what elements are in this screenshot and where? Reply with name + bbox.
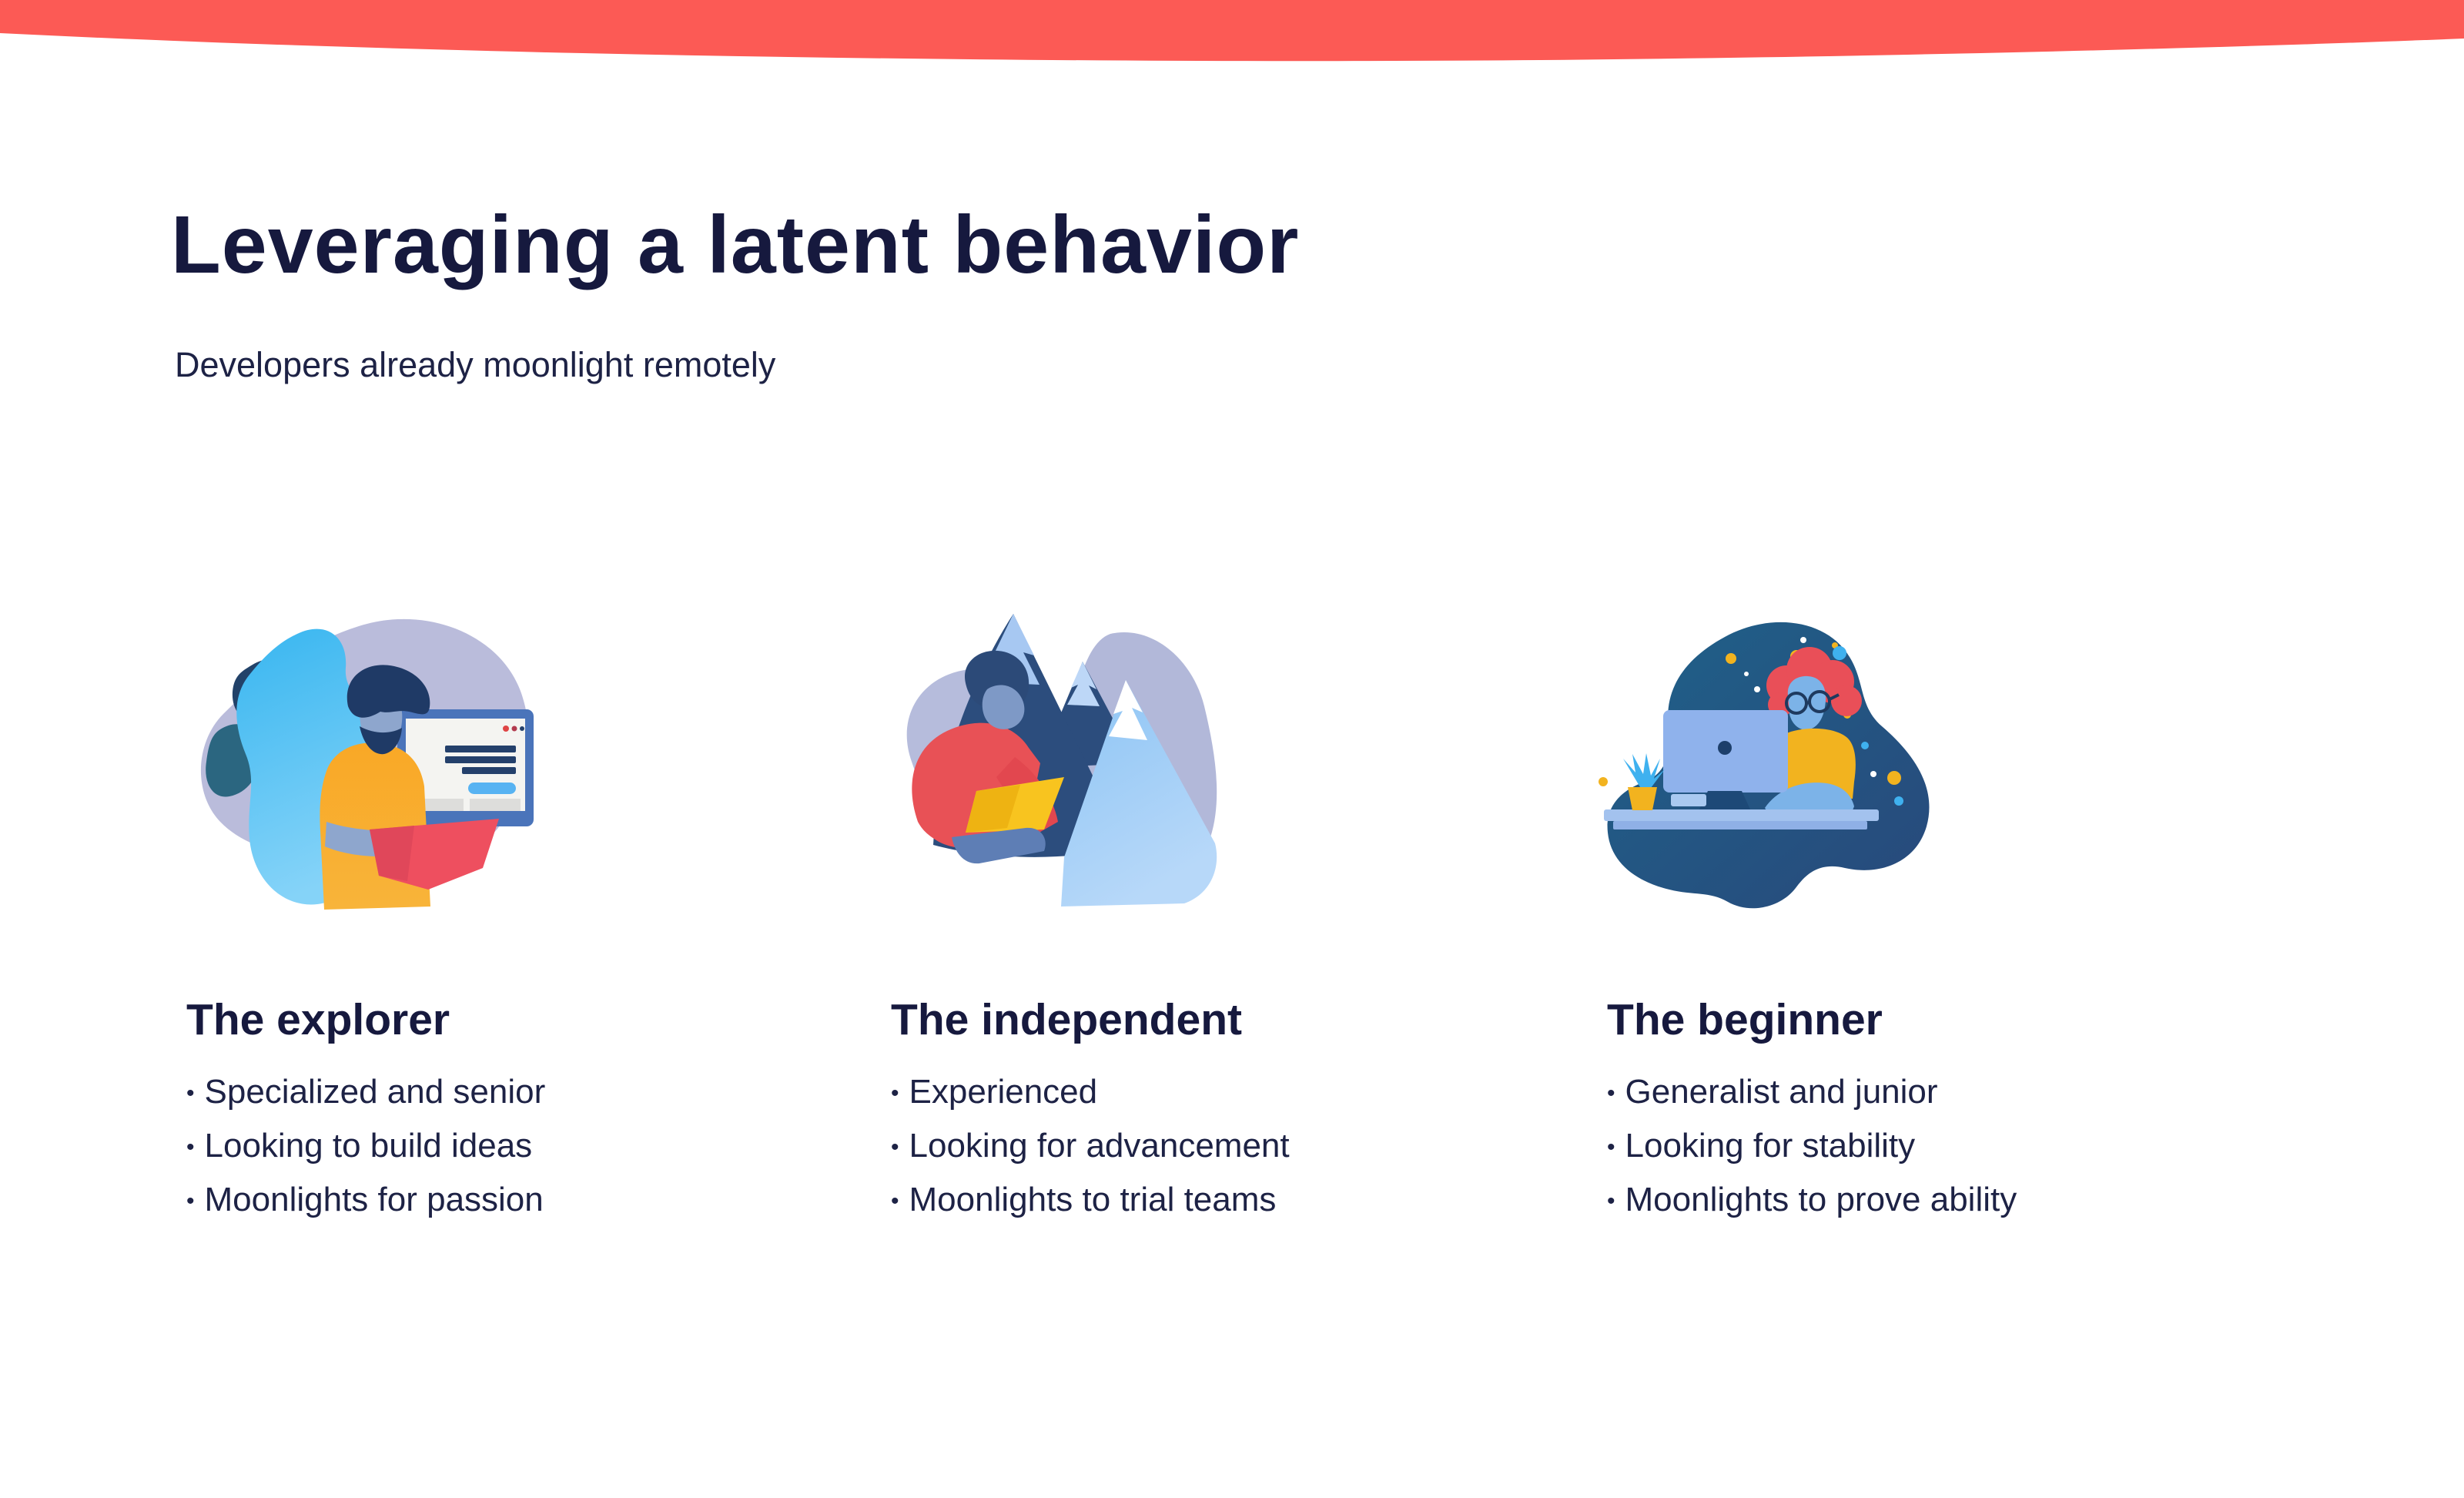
potted-plant (1623, 753, 1665, 810)
persona-column-beginner: The beginner • Generalist and junior • Loo… (1599, 597, 2283, 1228)
bullet-text: Specialized and senior (204, 1072, 546, 1111)
persona-bullet: • Moonlights to prove ability (1607, 1174, 2283, 1228)
explorer-person (320, 665, 430, 910)
explorer-illustration (200, 618, 534, 910)
bullet-marker: • (891, 1188, 899, 1214)
bullet-marker: • (1607, 1080, 1615, 1106)
top-wave-decoration (0, 0, 2464, 62)
persona-column-explorer: The explorer • Specialized and senior • Lo… (185, 597, 862, 1228)
persona-name: The independent (891, 995, 1242, 1044)
persona-column-independent: The independent • Experienced • Looking fo… (889, 597, 1567, 1228)
page-title: Leveraging a latent behavior (171, 199, 1300, 290)
bullet-marker: • (1607, 1134, 1615, 1160)
persona-bullet: • Looking for stability (1607, 1120, 2283, 1174)
desktop-monitor (1663, 710, 1788, 811)
beginner-illustration (1599, 622, 1930, 909)
glasses-icon (1785, 690, 1840, 715)
persona-name: The explorer (186, 995, 450, 1044)
persona-bullet-list: • Specialized and senior • Looking to buil… (186, 1066, 862, 1228)
persona-name: The beginner (1607, 995, 1883, 1044)
persona-bullet: • Moonlights to trial teams (891, 1174, 1567, 1228)
independent-illustration (906, 614, 1217, 907)
desk (1604, 809, 1879, 829)
bullet-marker: • (186, 1080, 195, 1106)
bullet-marker: • (891, 1134, 899, 1160)
red-map (370, 819, 499, 890)
hiker-person (912, 650, 1064, 864)
persona-bullet: • Looking to build ideas (186, 1120, 862, 1174)
persona-bullet: • Generalist and junior (1607, 1066, 2283, 1120)
browser-window (397, 709, 534, 826)
bullet-text: Moonlights to prove ability (1625, 1180, 2017, 1218)
persona-bullet-list: • Generalist and junior • Looking for stab… (1607, 1066, 2283, 1228)
bullet-text: Experienced (909, 1072, 1098, 1111)
persona-bullet: • Experienced (891, 1066, 1567, 1120)
bullet-text: Looking for stability (1625, 1126, 1916, 1165)
page-subtitle: Developers already moonlight remotely (175, 345, 776, 384)
bullet-text: Generalist and junior (1625, 1072, 1938, 1111)
persona-bullet: • Moonlights for passion (186, 1174, 862, 1228)
persona-bullet-list: • Experienced • Looking for advancement • M… (891, 1066, 1567, 1228)
persona-bullet: • Looking for advancement (891, 1120, 1567, 1174)
bullet-text: Looking to build ideas (204, 1126, 533, 1165)
bullet-text: Moonlights for passion (204, 1180, 544, 1218)
bullet-marker: • (186, 1188, 195, 1214)
bullet-marker: • (186, 1134, 195, 1160)
bullet-marker: • (891, 1080, 899, 1106)
beginner-person (1765, 647, 1862, 810)
star-dots (1599, 637, 1903, 806)
bullet-text: Looking for advancement (909, 1126, 1290, 1165)
bullet-marker: • (1607, 1188, 1615, 1214)
persona-bullet: • Specialized and senior (186, 1066, 862, 1120)
bullet-text: Moonlights to trial teams (909, 1180, 1277, 1218)
